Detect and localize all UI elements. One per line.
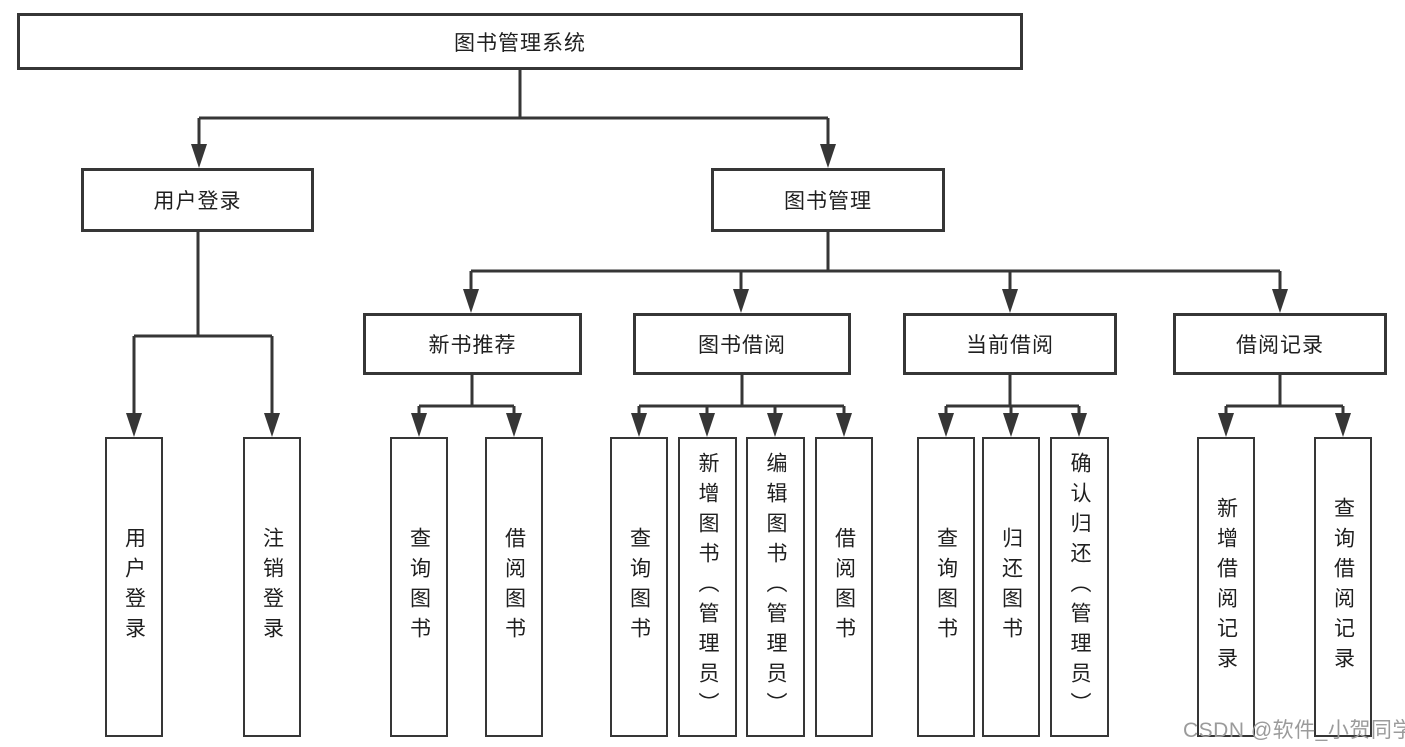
node-borrowing-records: 借阅记录 xyxy=(1173,313,1387,375)
node-book-borrowing: 图书借阅 xyxy=(633,313,851,375)
arrowhead-icon xyxy=(1335,413,1351,437)
leaf-user-login: 用户登录 xyxy=(105,437,163,737)
node-root-system: 图书管理系统 xyxy=(17,13,1023,70)
arrowhead-icon xyxy=(733,289,749,313)
leaf-confirm-return-admin-label: 确认归还（管理员） xyxy=(1068,452,1091,722)
leaf-add-books-admin: 新增图书（管理员） xyxy=(678,437,737,737)
leaf-query-books-borrowing-label: 查询图书 xyxy=(627,527,651,647)
leaf-query-books-current: 查询图书 xyxy=(917,437,975,737)
leaf-confirm-return-admin: 确认归还（管理员） xyxy=(1050,437,1109,737)
leaf-borrow-books-label: 借阅图书 xyxy=(832,527,856,647)
csdn-watermark: CSDN @软件_小贺同学 xyxy=(1183,719,1405,742)
node-user-login: 用户登录 xyxy=(81,168,314,232)
arrowhead-icon xyxy=(1272,289,1288,313)
leaf-add-borrow-record: 新增借阅记录 xyxy=(1197,437,1255,737)
node-borrowing-records-label: 借阅记录 xyxy=(1236,334,1324,357)
leaf-edit-books-admin: 编辑图书（管理员） xyxy=(746,437,805,737)
arrowhead-icon xyxy=(699,413,715,437)
node-user-login-label: 用户登录 xyxy=(153,190,242,213)
arrowhead-icon xyxy=(264,413,280,437)
leaf-query-borrow-record-label: 查询借阅记录 xyxy=(1331,497,1355,677)
leaf-return-books-label: 归还图书 xyxy=(999,527,1023,647)
leaf-borrow-books: 借阅图书 xyxy=(815,437,873,737)
leaf-query-books-recommend: 查询图书 xyxy=(390,437,448,737)
node-current-borrowing-label: 当前借阅 xyxy=(966,334,1054,357)
leaf-borrow-books-recommend: 借阅图书 xyxy=(485,437,543,737)
arrowhead-icon xyxy=(463,289,479,313)
node-new-book-recommend-label: 新书推荐 xyxy=(428,334,517,357)
arrowhead-icon xyxy=(126,413,142,437)
node-current-borrowing: 当前借阅 xyxy=(903,313,1117,375)
arrowhead-icon xyxy=(191,144,207,168)
arrowhead-icon xyxy=(820,144,836,168)
leaf-logout: 注销登录 xyxy=(243,437,301,737)
arrowhead-icon xyxy=(1071,413,1087,437)
leaf-query-borrow-record: 查询借阅记录 xyxy=(1314,437,1372,737)
arrowhead-icon xyxy=(1003,413,1019,437)
leaf-borrow-books-recommend-label: 借阅图书 xyxy=(502,527,526,647)
node-book-borrowing-label: 图书借阅 xyxy=(698,334,786,357)
arrowhead-icon xyxy=(1218,413,1234,437)
leaf-query-books-borrowing: 查询图书 xyxy=(610,437,668,737)
arrowhead-icon xyxy=(1002,289,1018,313)
arrowhead-icon xyxy=(411,413,427,437)
node-book-management-label: 图书管理 xyxy=(784,190,872,213)
leaf-add-books-admin-label: 新增图书（管理员） xyxy=(696,452,719,722)
arrowhead-icon xyxy=(506,413,522,437)
leaf-user-login-label: 用户登录 xyxy=(122,527,146,647)
leaf-logout-label: 注销登录 xyxy=(260,527,284,647)
arrowhead-icon xyxy=(631,413,647,437)
leaf-return-books: 归还图书 xyxy=(982,437,1040,737)
leaf-add-borrow-record-label: 新增借阅记录 xyxy=(1214,497,1238,677)
arrowhead-icon xyxy=(938,413,954,437)
node-book-management: 图书管理 xyxy=(711,168,945,232)
node-new-book-recommend: 新书推荐 xyxy=(363,313,582,375)
arrowhead-icon xyxy=(836,413,852,437)
node-root-label: 图书管理系统 xyxy=(454,31,586,55)
leaf-edit-books-admin-label: 编辑图书（管理员） xyxy=(764,452,787,722)
leaf-query-books-current-label: 查询图书 xyxy=(934,527,958,647)
leaf-query-books-recommend-label: 查询图书 xyxy=(407,527,431,647)
arrowhead-icon xyxy=(767,413,783,437)
